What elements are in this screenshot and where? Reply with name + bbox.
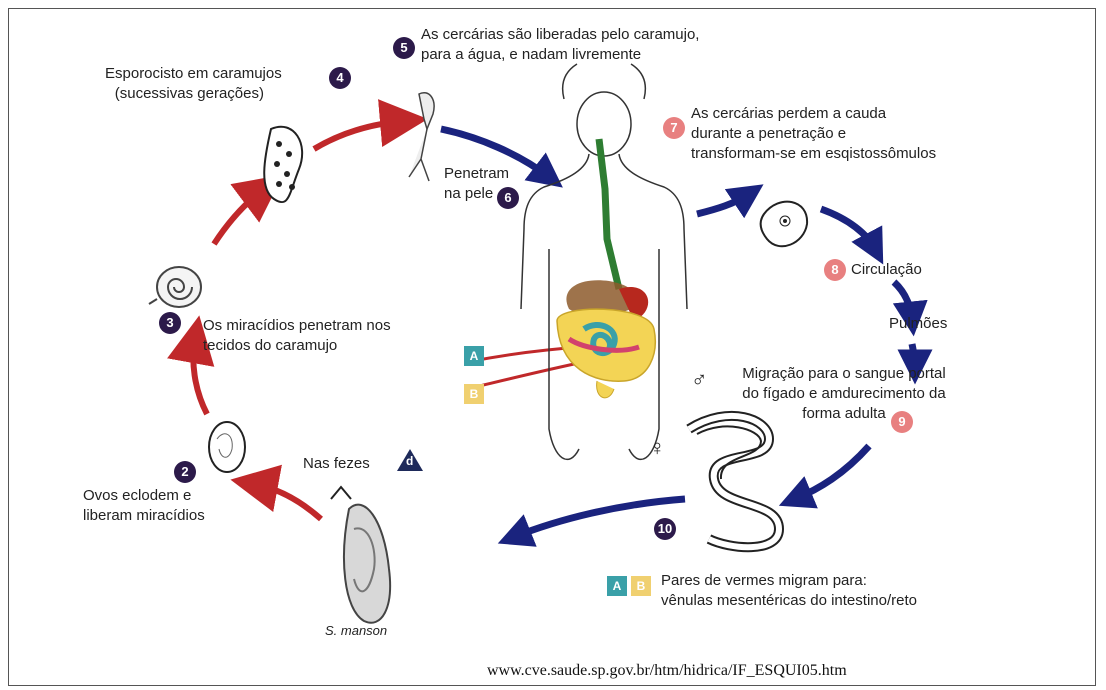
step-8-label: Circulação	[851, 260, 922, 280]
source-url: www.cve.saude.sp.gov.br/htm/hidrica/IF_E…	[487, 662, 847, 680]
arrow-portal-to-worms	[795, 446, 869, 499]
adult-worms-figure	[689, 416, 779, 547]
step-10-line2: vênulas mesentéricas do intestino/reto	[661, 591, 917, 611]
step-2-line2: liberam miracídios	[83, 506, 205, 526]
step-7-line3: transformam-se em esqistossômulos	[691, 144, 936, 164]
human-body	[521, 64, 687, 459]
snail-figure	[149, 267, 201, 307]
step-4-line1: Esporocisto em caramujos	[105, 64, 282, 84]
step-6-line1: Penetram	[444, 164, 509, 184]
step-3-label: Os miracídios penetram nos tecidos do ca…	[203, 316, 391, 356]
step-9-badge: 9	[891, 411, 913, 433]
marker-b-small: B	[631, 576, 651, 596]
arrow-body-to-schistosomule	[697, 194, 749, 214]
diagram-frame: Esporocisto em caramujos (sucessivas ger…	[8, 8, 1096, 686]
step-3-line2: tecidos do caramujo	[203, 336, 391, 356]
step-9-line2: do fígado e amdurecimento da	[699, 384, 989, 404]
marker-a: A	[464, 346, 484, 366]
step-6-badge: 6	[497, 187, 519, 209]
step-7-label: As cercárias perdem a cauda durante a pe…	[691, 104, 936, 164]
step-10-label: Pares de vermes migram para: vênulas mes…	[661, 571, 917, 611]
step-7-line1: As cercárias perdem a cauda	[691, 104, 936, 124]
arrow-sporocyst-to-cercaria	[314, 121, 404, 149]
feces-label: Nas fezes	[303, 454, 370, 474]
step-7-badge: 7	[663, 117, 685, 139]
step-d-letter: d	[406, 454, 413, 468]
step-5-line2: para a água, e nadam livremente	[421, 45, 699, 65]
female-symbol: ♀	[649, 435, 666, 461]
schistosomule-figure	[761, 202, 808, 247]
step-9-line3: forma adulta	[699, 404, 989, 424]
sporocyst-figure	[264, 127, 302, 202]
marker-a-small: A	[607, 576, 627, 596]
marker-b: B	[464, 384, 484, 404]
lungs-label: Pulmões	[889, 314, 947, 334]
step-7-line2: durante a penetração e	[691, 124, 936, 144]
cercaria-figure	[409, 93, 434, 181]
step-2-line1: Ovos eclodem e	[83, 486, 205, 506]
step-4-badge: 4	[329, 67, 351, 89]
step-9-line1: Migração para o sangue portal	[699, 364, 989, 384]
step-3-line1: Os miracídios penetram nos	[203, 316, 391, 336]
arrow-egg-to-hatch	[254, 484, 321, 519]
step-9-label: Migração para o sangue portal do fígado …	[699, 364, 989, 424]
step-8-badge: 8	[824, 259, 846, 281]
egg-caption: S. manson	[325, 623, 387, 638]
hatching-egg-figure	[209, 422, 245, 472]
step-5-badge: 5	[393, 37, 415, 59]
step-4-line2: (sucessivas gerações)	[97, 84, 282, 104]
arrow-snail-to-sporocyst	[214, 189, 264, 244]
step-10-line1: Pares de vermes migram para:	[661, 571, 917, 591]
step-5-label: As cercárias são liberadas pelo caramujo…	[421, 25, 699, 65]
step-2-label: Ovos eclodem e liberam miracídios	[83, 486, 205, 526]
step-2-badge: 2	[174, 461, 196, 483]
step-5-line1: As cercárias são liberadas pelo caramujo…	[421, 25, 699, 45]
arrow-schistosomule-to-circulation	[821, 209, 875, 249]
schistosome-egg-figure	[331, 487, 390, 623]
step-4-label: Esporocisto em caramujos (sucessivas ger…	[105, 64, 282, 104]
step-d-triangle: d	[397, 449, 423, 471]
step-3-badge: 3	[159, 312, 181, 334]
step-10-badge: 10	[654, 518, 676, 540]
